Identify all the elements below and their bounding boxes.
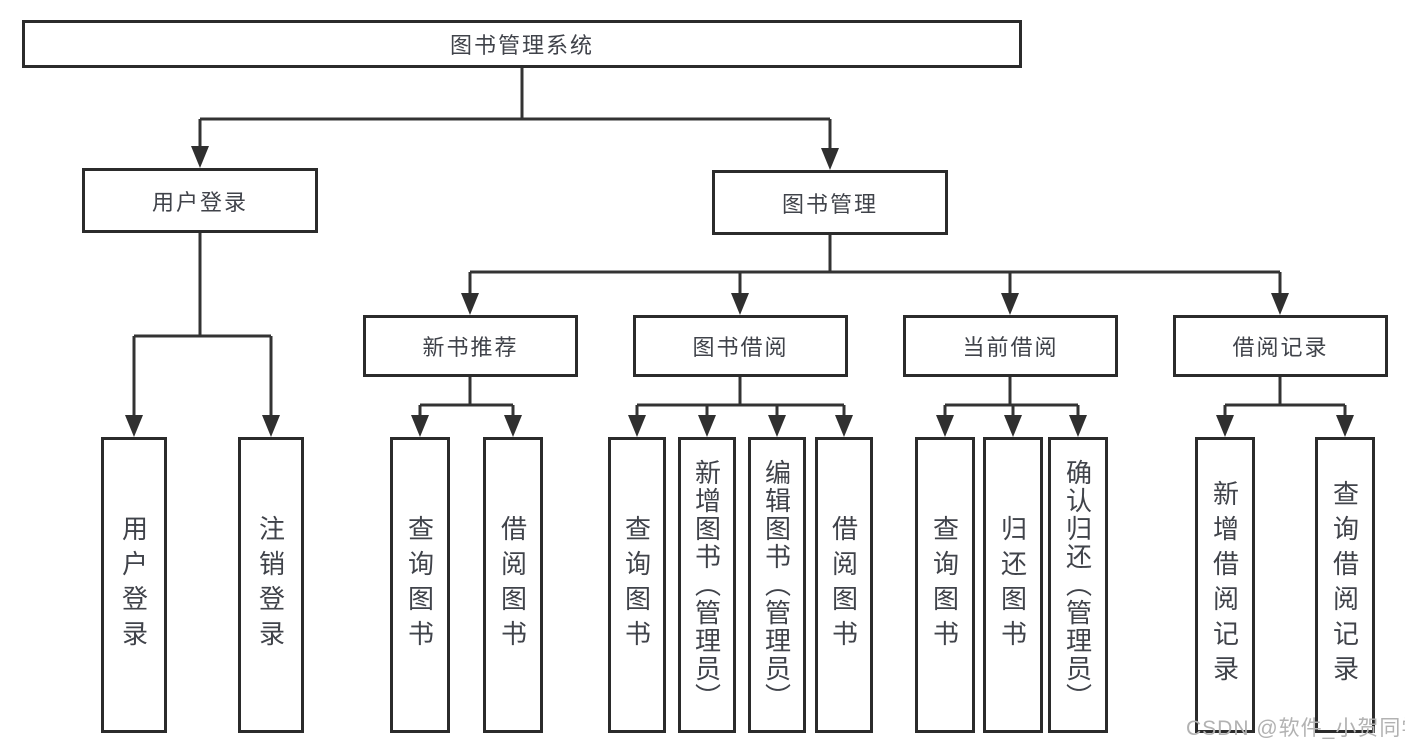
leaf-confirm-return-admin: 确认归还（管理员） [1048, 437, 1108, 733]
leaf-label: 借阅图书 [828, 515, 859, 655]
node-label: 图书管理系统 [449, 33, 594, 58]
node-label: 图书管理 [781, 191, 878, 217]
connector-borrowing-records-to-leaves [1223, 377, 1347, 417]
connector-book-management-to-level3 [468, 235, 1282, 295]
leaf-query-books-current: 查询图书 [915, 437, 975, 733]
leaf-label: 归还图书 [997, 515, 1028, 655]
node-current-borrowing: 当前借阅 [903, 315, 1118, 377]
leaf-add-books-admin: 新增图书（管理员） [678, 437, 736, 733]
leaf-user-login: 用户登录 [101, 437, 167, 733]
connector-new-book-recommend-to-leaves [418, 377, 515, 417]
node-label: 用户登录 [151, 189, 248, 215]
csdn-watermark: CSDN @软件_小贺同学 [1186, 717, 1405, 740]
leaf-label: 查询图书 [929, 515, 960, 655]
node-label: 图书借阅 [692, 335, 789, 360]
leaf-return-books: 归还图书 [983, 437, 1043, 733]
leaf-label: 查询借阅记录 [1329, 480, 1360, 690]
node-user-login: 用户登录 [82, 168, 318, 233]
node-library-management-system: 图书管理系统 [22, 20, 1022, 68]
leaf-query-books-borrowing: 查询图书 [608, 437, 666, 733]
leaf-edit-books-admin: 编辑图书（管理员） [748, 437, 806, 733]
leaf-query-books-recommend: 查询图书 [390, 437, 450, 733]
arrowheads [125, 146, 1354, 437]
node-borrowing-records: 借阅记录 [1173, 315, 1388, 377]
leaf-logout-login: 注销登录 [238, 437, 304, 733]
node-label: 借阅记录 [1232, 335, 1329, 360]
connector-user-login-to-leaves [132, 233, 273, 417]
node-label: 新书推荐 [422, 335, 519, 360]
leaf-add-borrow-record: 新增借阅记录 [1195, 437, 1255, 733]
leaf-label: 注销登录 [255, 515, 286, 655]
leaf-label: 编辑图书（管理员） [761, 459, 792, 711]
leaf-label: 查询图书 [404, 515, 435, 655]
leaf-borrow-books-borrowing: 借阅图书 [815, 437, 873, 733]
node-label: 当前借阅 [962, 335, 1059, 360]
leaf-label: 确认归还（管理员） [1062, 459, 1093, 711]
leaf-query-borrow-record: 查询借阅记录 [1315, 437, 1375, 733]
leaf-label: 新增图书（管理员） [691, 459, 722, 711]
connector-current-borrowing-to-leaves [943, 377, 1080, 417]
node-book-borrowing: 图书借阅 [633, 315, 848, 377]
leaf-label: 借阅图书 [497, 515, 528, 655]
leaf-label: 查询图书 [621, 515, 652, 655]
node-new-book-recommend: 新书推荐 [363, 315, 578, 377]
leaf-borrow-books-recommend: 借阅图书 [483, 437, 543, 733]
connector-root-to-level2 [198, 68, 832, 150]
node-book-management: 图书管理 [712, 170, 948, 235]
connector-book-borrowing-to-leaves [635, 377, 846, 417]
leaf-label: 新增借阅记录 [1209, 480, 1240, 690]
leaf-label: 用户登录 [118, 515, 149, 655]
